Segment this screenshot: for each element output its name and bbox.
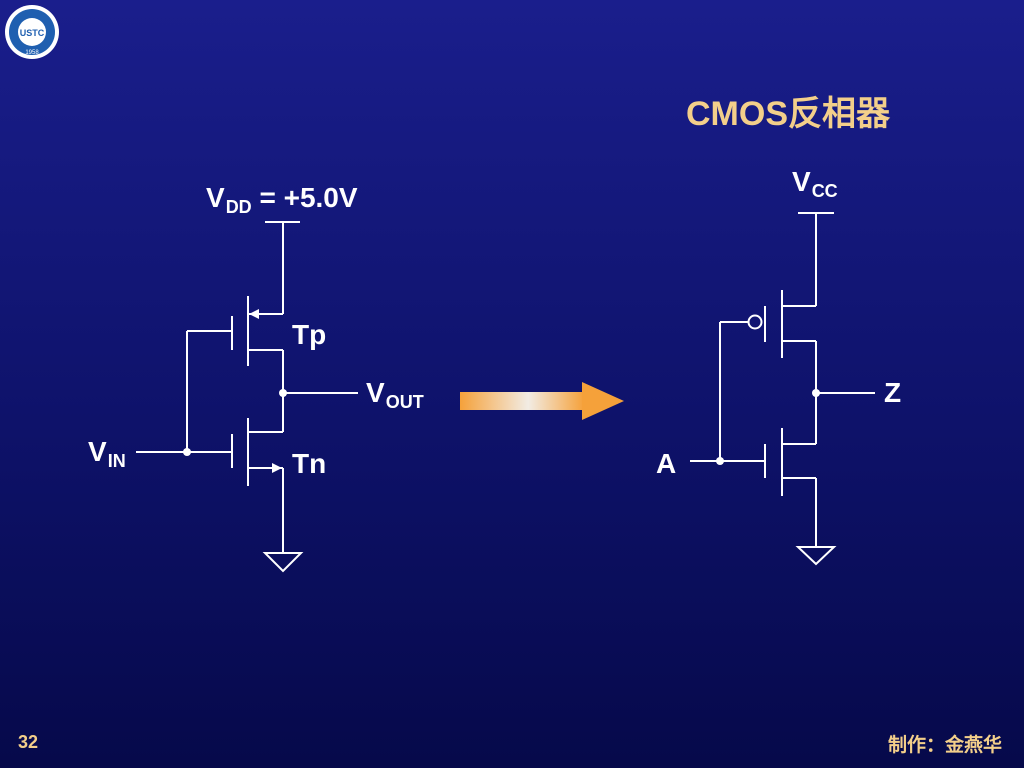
input-a-label: A: [656, 448, 677, 479]
right-cmos-inverter: [690, 212, 875, 566]
vout-label: VOUT: [366, 377, 424, 412]
output-z-label: Z: [884, 377, 902, 408]
z-node-dot: [812, 389, 820, 397]
transform-arrow: [460, 382, 624, 420]
logo-text: USTC: [20, 28, 45, 38]
pmos-arrow: [249, 309, 259, 319]
tn-label: Tn: [292, 448, 327, 479]
university-logo: USTC 1958: [5, 5, 59, 59]
ground-symbol-left: [262, 552, 304, 573]
a-node-dot: [716, 457, 724, 465]
logo-year: 1958: [25, 50, 39, 56]
author-credit: 制作：金燕华: [887, 735, 1002, 756]
pmos-bubble: [747, 314, 763, 330]
nmos-arrow: [272, 463, 282, 473]
slide-title: CMOS反相器: [686, 95, 890, 133]
vcc-label: VCC: [792, 166, 838, 201]
vout-node-dot: [279, 389, 287, 397]
page-number: 32: [18, 732, 39, 752]
ground-symbol-right: [795, 546, 837, 566]
vdd-label: VDD = +5.0V: [206, 182, 358, 217]
vin-node-dot: [183, 448, 191, 456]
vin-label: VIN: [88, 436, 126, 471]
left-cmos-inverter: [136, 221, 358, 573]
tp-label: Tp: [292, 319, 327, 350]
